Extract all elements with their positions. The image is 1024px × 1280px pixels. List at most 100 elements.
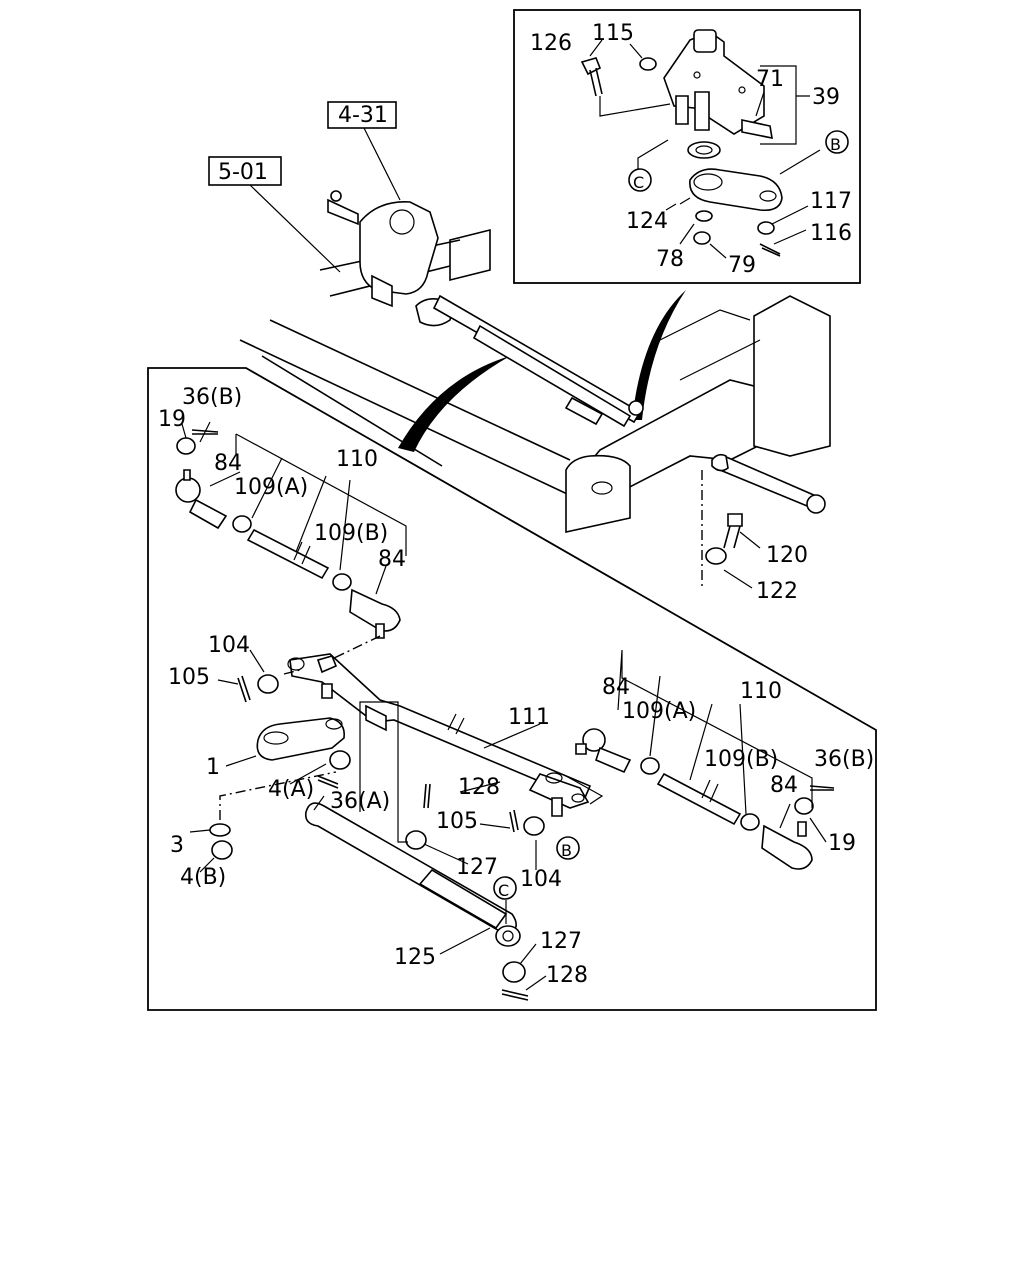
knuckle-arm-plate <box>663 31 765 135</box>
inset-steering-knuckle <box>513 9 861 284</box>
tie-rod-right-vehicle <box>719 454 817 510</box>
right-tie-rod-assembly <box>575 649 835 870</box>
callout-36a: 36(A) <box>330 789 390 814</box>
tie-rod-end-84-right <box>349 588 401 632</box>
callout-36b-right: 36(B) <box>814 747 874 772</box>
tie-rod-end-84-left <box>175 477 201 503</box>
lock-block <box>675 95 689 125</box>
callout-78: 78 <box>656 247 684 272</box>
marker-b-inset <box>825 130 849 154</box>
steering-gear-box <box>359 201 439 295</box>
marker-c-main <box>493 876 517 900</box>
cotter-pin-128-mid <box>423 783 431 809</box>
marker-b-main-label: B <box>561 841 572 860</box>
callout-19-top: 19 <box>158 407 186 432</box>
callout-36b-top: 36(B) <box>182 385 242 410</box>
callout-1: 1 <box>206 755 220 780</box>
washer-3 <box>209 823 231 837</box>
main-pointer-wedge <box>398 356 510 452</box>
nut-127-bot <box>502 961 526 983</box>
tie-rod-tube-110-left <box>246 528 330 580</box>
steering-arm-124 <box>689 168 783 212</box>
nut-104-lower <box>523 816 545 836</box>
nut-4a <box>329 750 351 770</box>
callout-125: 125 <box>394 945 436 970</box>
nut-19-right <box>794 797 814 815</box>
knuckle-cap <box>693 29 717 53</box>
ref-label-5-01[interactable]: 5-01 <box>218 160 268 185</box>
inset-pointer-wedge <box>632 290 686 420</box>
callout-19-right: 19 <box>828 831 856 856</box>
callout-115: 115 <box>592 21 634 46</box>
callout-109b-top: 109(B) <box>314 521 388 546</box>
callout-4b: 4(B) <box>180 865 226 890</box>
thrust-washer <box>687 141 721 159</box>
callout-110-right: 110 <box>740 679 782 704</box>
king-pin <box>694 91 710 131</box>
nut-19-left <box>176 437 196 455</box>
callout-84-right1: 84 <box>602 675 630 700</box>
main-exploded-frame <box>147 367 877 1011</box>
nut-109b-right <box>740 813 760 831</box>
callout-4a: 4(A) <box>268 777 314 802</box>
ref-label-4-31[interactable]: 4-31 <box>338 103 388 128</box>
callout-39: 39 <box>812 85 840 110</box>
bushing-127-mid <box>405 830 427 850</box>
cotter-pin-36b-right <box>809 785 835 791</box>
marker-c-main-label: C <box>498 881 509 900</box>
callout-111: 111 <box>508 705 550 730</box>
spring-bracket <box>753 295 831 457</box>
callout-3: 3 <box>170 833 184 858</box>
callout-128-mid: 128 <box>458 775 500 800</box>
callout-126: 126 <box>530 31 572 56</box>
inset-frame <box>513 9 861 284</box>
callout-84-top2: 84 <box>378 547 406 572</box>
callout-84-right2: 84 <box>770 773 798 798</box>
tie-rod-end-84-right2 <box>761 824 813 870</box>
nut-104-upper <box>257 674 279 694</box>
cotter-pin-116 <box>759 243 781 257</box>
callout-79: 79 <box>728 253 756 278</box>
nut-4b <box>211 840 233 860</box>
relay-rod-assembly <box>189 649 604 1001</box>
callout-109a-right: 109(A) <box>622 699 696 724</box>
callout-labels: 4-31 5-01 126 115 71 39 124 117 116 78 7… <box>158 21 874 988</box>
bolt-126-head <box>580 57 602 76</box>
callout-105-mid: 105 <box>436 809 478 834</box>
pitman-arm-1 <box>256 717 346 761</box>
left-tie-rod-assembly <box>175 421 407 661</box>
callout-109a-top: 109(A) <box>234 475 308 500</box>
nut-109a-right <box>640 757 660 775</box>
callout-84-top1: 84 <box>214 451 242 476</box>
cotter-pin-105-upper <box>237 675 251 703</box>
callout-71: 71 <box>756 67 784 92</box>
marker-c-inset-label: C <box>633 173 644 192</box>
callout-128-bot: 128 <box>546 963 588 988</box>
callout-117: 117 <box>810 189 852 214</box>
washer-78 <box>695 210 713 222</box>
callout-127-bot: 127 <box>540 929 582 954</box>
callout-120: 120 <box>766 543 808 568</box>
callout-105-top: 105 <box>168 665 210 690</box>
callout-104-top: 104 <box>208 633 250 658</box>
callout-122: 122 <box>756 579 798 604</box>
marker-b-inset-label: B <box>830 135 841 154</box>
bolt-71 <box>741 119 773 140</box>
ref-box-5-01 <box>208 156 282 186</box>
nut-79 <box>693 231 711 245</box>
marker-b-main <box>556 836 580 860</box>
nut-109a-left <box>232 515 252 533</box>
bolt-120 <box>727 513 743 527</box>
marker-c-inset <box>628 168 652 192</box>
nut-122 <box>705 547 727 565</box>
callout-109b-right: 109(B) <box>704 747 778 772</box>
tie-rod-tube-110-right <box>656 772 742 826</box>
nut-109b-left <box>332 573 352 591</box>
callout-116: 116 <box>810 221 852 246</box>
callout-124: 124 <box>626 209 668 234</box>
callout-127-mid: 127 <box>456 855 498 880</box>
callout-104-mid: 104 <box>520 867 562 892</box>
vehicle-chassis <box>208 101 831 589</box>
cotter-pin-128-bot <box>501 989 529 1001</box>
